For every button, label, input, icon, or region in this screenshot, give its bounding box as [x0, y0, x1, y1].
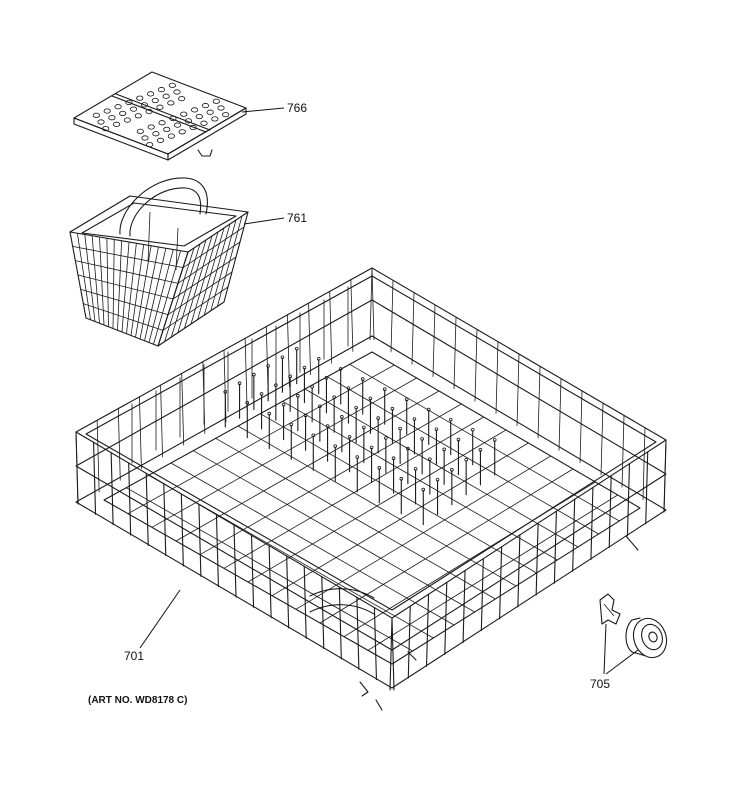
callout-leader-766 — [241, 107, 285, 113]
rack-roller-icon[interactable] — [625, 614, 672, 663]
callout-leader-705a — [603, 623, 607, 675]
roller-clip-icon[interactable] — [599, 593, 621, 625]
callout-leader-701 — [139, 589, 181, 649]
callout-701[interactable]: 701 — [124, 649, 144, 663]
utensil-basket-icon[interactable] — [69, 177, 249, 347]
art-number: (ART NO. WD8178 C) — [88, 695, 187, 706]
callout-761[interactable]: 761 — [287, 211, 307, 225]
dish-rack-icon[interactable] — [75, 267, 667, 711]
callout-leader-761 — [243, 217, 285, 225]
callout-leader-705b — [605, 649, 639, 675]
basket-cover-icon[interactable] — [73, 71, 247, 161]
callout-766[interactable]: 766 — [287, 101, 307, 115]
callout-705[interactable]: 705 — [590, 677, 610, 691]
